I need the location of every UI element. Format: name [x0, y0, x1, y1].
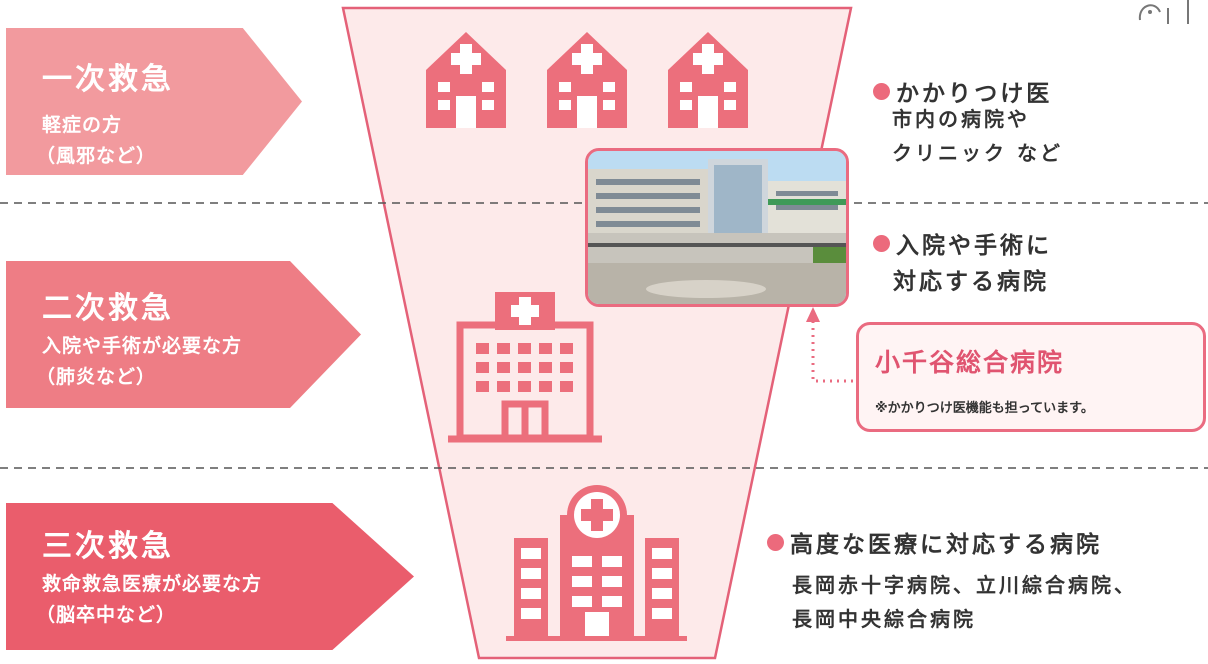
hospital-window — [521, 548, 541, 559]
level-1-heading-text: かかりつけ医 — [896, 81, 1053, 107]
level-1-detail: 市内の病院や クリニック など — [892, 102, 1063, 170]
advanced-hospital-cross-h — [581, 509, 613, 521]
hospital-window — [602, 596, 622, 607]
level-3-desc-line-1: 救命救急医療が必要な方 — [42, 573, 263, 595]
hospital-windows — [511, 297, 539, 325]
hospital-window — [560, 343, 573, 354]
doodle-decoration — [1138, 0, 1189, 24]
clinic-icon-3 — [668, 32, 748, 128]
hospital-window — [539, 362, 552, 373]
level-2-heading-line-1: 入院や手術に — [896, 233, 1052, 259]
advanced-hospital-windows — [521, 548, 672, 636]
bullet-dot — [873, 235, 890, 252]
callout-box: 小千谷総合病院 ※かかりつけ医機能も担っています。 — [856, 322, 1206, 432]
hospital-window — [560, 381, 573, 392]
callout-note: ※かかりつけ医機能も担っています。 — [875, 401, 1094, 416]
level-3-heading: 高度な医療に対応する病院 — [767, 525, 1102, 559]
level-3-title: 三次救急 — [42, 529, 174, 564]
hospital-window — [652, 608, 672, 619]
hospital-window — [497, 381, 510, 392]
level-1-arrow: 一次救急 軽症の方 （風邪など） — [6, 28, 302, 175]
hospital-window — [497, 362, 510, 373]
level-1-desc-line-1: 軽症の方 — [42, 114, 123, 136]
hospital-window — [518, 343, 531, 354]
hospital-window — [476, 381, 489, 392]
hospital-window — [521, 608, 541, 619]
hospital-window — [572, 596, 592, 607]
hospital-window — [518, 362, 531, 373]
hospital-window — [560, 362, 573, 373]
level-3-detail: 長岡赤十字病院、立川綜合病院、 長岡中央綜合病院 — [792, 568, 1137, 636]
hospital-window — [476, 343, 489, 354]
level-1-desc-line-2: （風邪など） — [36, 145, 157, 167]
bullet-dot — [767, 534, 784, 551]
level-3-arrow: 三次救急 救命救急医療が必要な方 （脳卒中など） — [6, 503, 414, 650]
hospital-window — [521, 588, 541, 599]
level-3-desc-line-2: （脳卒中など） — [36, 604, 177, 626]
clinic-icon-2 — [547, 32, 627, 128]
level-1-title: 一次救急 — [42, 62, 174, 97]
hospital-window — [539, 343, 552, 354]
hospital-window-grid — [476, 343, 573, 392]
level-2-title: 二次救急 — [42, 291, 174, 326]
hospital-window — [652, 548, 672, 559]
level-1-heading: かかりつけ医 — [873, 74, 1052, 108]
clinic-icon-1 — [426, 32, 506, 128]
level-2-heading-line-2: 対応する病院 — [893, 269, 1049, 295]
bullet-dot — [873, 83, 890, 100]
hospital-window — [572, 556, 592, 567]
doodle-dot — [1148, 10, 1152, 14]
level-3-detail-line-1: 長岡赤十字病院、立川綜合病院、 — [792, 573, 1137, 597]
hospital-window — [497, 343, 510, 354]
connector-arrowhead — [806, 307, 820, 322]
hospital-window — [476, 362, 489, 373]
hospital-window — [539, 381, 552, 392]
callout-hospital-name: 小千谷総合病院 — [875, 348, 1065, 377]
hospital-window — [652, 568, 672, 579]
level-2-desc-line-2: （肺炎など） — [36, 366, 157, 388]
level-1-detail-line-2: クリニック など — [892, 141, 1063, 165]
hospital-photo — [585, 148, 849, 307]
hospital-window — [602, 576, 622, 587]
level-2-arrow: 二次救急 入院や手術が必要な方 （肺炎など） — [6, 261, 361, 408]
level-2-desc-line-1: 入院や手術が必要な方 — [42, 335, 243, 357]
hospital-window — [518, 381, 531, 392]
hospital-window — [602, 556, 622, 567]
level-3-heading-text: 高度な医療に対応する病院 — [790, 532, 1102, 558]
hospital-photo-illustration — [588, 151, 846, 304]
level-2-heading: 入院や手術に 対応する病院 — [873, 228, 1052, 300]
level-1-detail-line-1: 市内の病院や — [892, 107, 1030, 131]
callout-connector — [811, 318, 853, 383]
hospital-door — [585, 612, 609, 636]
hospital-window — [652, 588, 672, 599]
level-3-detail-line-2: 長岡中央綜合病院 — [792, 607, 976, 631]
hospital-window — [572, 576, 592, 587]
hospital-window — [521, 568, 541, 579]
